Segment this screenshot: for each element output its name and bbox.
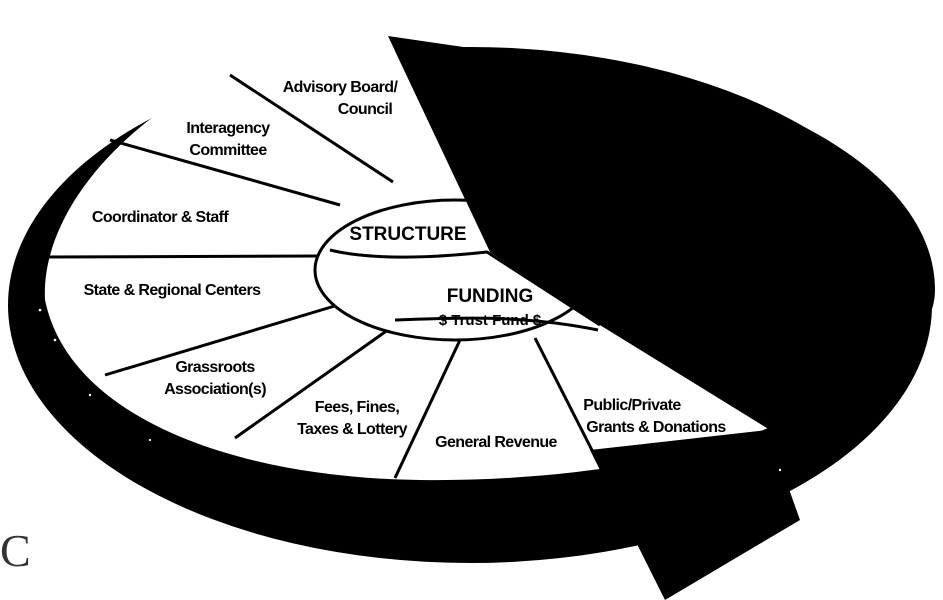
segment-fees-line2: Taxes & Lottery (297, 421, 408, 438)
dark-wedge-tab (590, 430, 800, 600)
segment-public-private-line2: Grants & Donations (586, 419, 726, 436)
hub-funding-label: FUNDING (447, 286, 534, 307)
segment-coordinator: Coordinator & Staff (92, 209, 229, 226)
segment-grassroots-line2: Association(s) (164, 381, 266, 398)
segment-fees-line1: Fees, Fines, (315, 399, 400, 416)
segment-general-revenue: General Revenue (435, 434, 557, 451)
dark-half-overlay (388, 36, 935, 430)
segment-advisory-line1: Advisory Board/ (283, 79, 399, 96)
hub-funding-sublabel: $ Trust Fund $ (439, 312, 542, 329)
segment-advisory-line2: Council (338, 101, 393, 118)
segment-grassroots-line1: Grassroots (175, 359, 255, 376)
segment-interagency-line2: Committee (189, 142, 267, 159)
segment-interagency-line1: Interagency (186, 120, 270, 137)
hub-structure-label: STRUCTURE (349, 224, 466, 245)
funding-divider (394, 316, 599, 332)
corner-mark: C (0, 525, 31, 576)
hub-divider (329, 248, 601, 327)
segment-dividers (44, 73, 600, 479)
segment-public-private-line1: Public/Private (583, 397, 681, 414)
segment-state-regional: State & Regional Centers (84, 282, 261, 299)
